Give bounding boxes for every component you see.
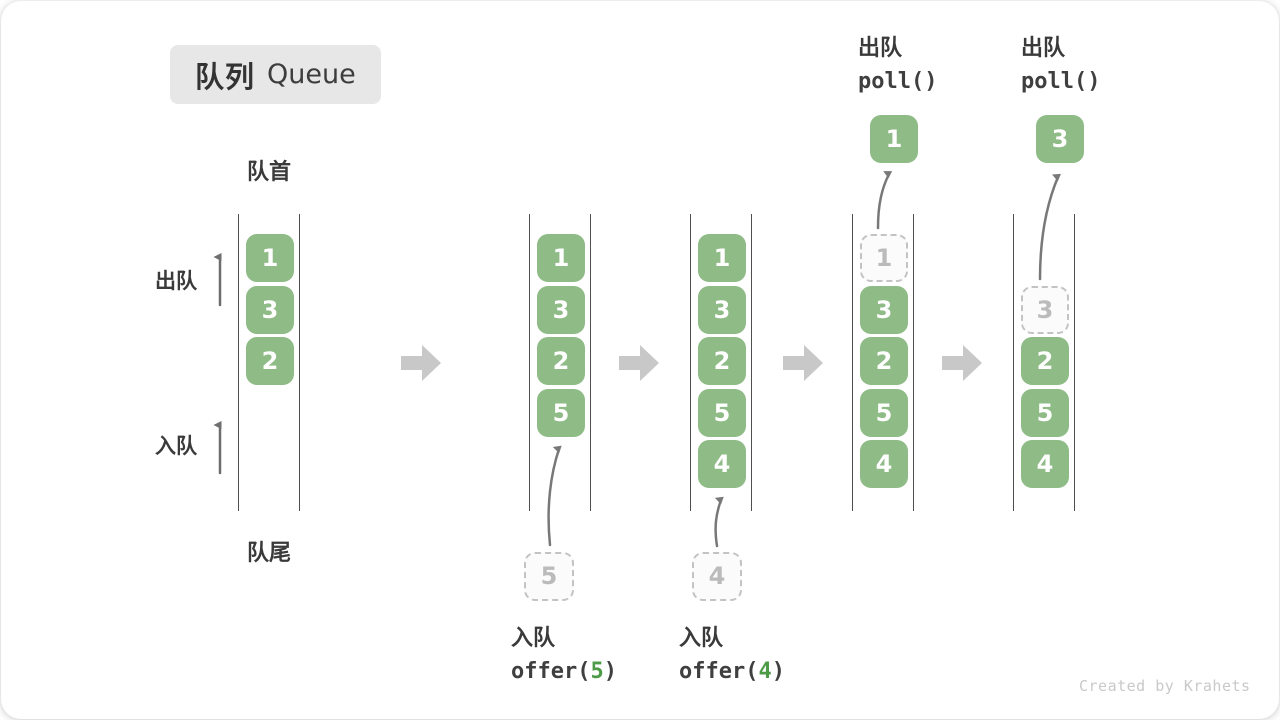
queue-item-1: 1 <box>537 234 585 282</box>
polled-element-1: 1 <box>870 115 918 163</box>
annotation-poll-2-title: 出队 <box>1021 36 1066 61</box>
queue-item-1: 1 <box>698 234 746 282</box>
queue-item-2: 2 <box>537 337 585 385</box>
queue-item-3: 3 <box>537 285 585 334</box>
annotation-offer-5-code: offer(5) <box>511 659 617 684</box>
queue-item-4: 4 <box>860 440 908 488</box>
queue-item-5: 5 <box>537 388 585 437</box>
title-chinese: 队列 <box>195 59 256 94</box>
queue-item-4: 4 <box>698 440 746 488</box>
step-arrow-icon <box>942 345 982 381</box>
annotation-offer-5-title: 入队 <box>511 626 556 651</box>
queue-item-4: 4 <box>1021 440 1069 488</box>
annotation-offer-4-code: offer(4) <box>679 659 785 684</box>
annotation-offer-5: 入队 offer(5) <box>511 620 617 684</box>
title-english: Queue <box>267 59 356 90</box>
queue-item-1: 1 <box>860 234 908 282</box>
annotation-poll-2: 出队 poll() <box>1021 30 1100 94</box>
queue-item-5: 5 <box>698 388 746 437</box>
queue-item-3: 3 <box>1021 285 1069 334</box>
step-arrow-icon <box>619 345 659 381</box>
queue-item-2: 2 <box>246 337 294 385</box>
step-arrow-icon <box>401 345 441 381</box>
queue-item-5: 5 <box>1021 388 1069 437</box>
incoming-element-5: 5 <box>524 552 574 601</box>
queue-item-3: 3 <box>698 285 746 334</box>
queue-item-1: 1 <box>246 234 294 282</box>
queue-front-label: 队首 <box>246 160 291 185</box>
annotation-poll-2-code: poll() <box>1021 69 1101 94</box>
dequeue-direction-label: 出队 <box>155 269 197 293</box>
annotation-offer-4: 入队 offer(4) <box>679 620 785 684</box>
annotation-poll-1-code: poll() <box>858 69 938 94</box>
annotation-poll-1-title: 出队 <box>858 36 903 61</box>
annotation-offer-4-title: 入队 <box>679 626 724 651</box>
watermark: Created by Krahets <box>1079 677 1251 695</box>
queue-item-2: 2 <box>1021 337 1069 385</box>
queue-item-3: 3 <box>246 285 294 334</box>
incoming-element-4: 4 <box>692 552 742 601</box>
queue-item-2: 2 <box>698 337 746 385</box>
annotation-poll-1: 出队 poll() <box>858 30 937 94</box>
queue-item-5: 5 <box>860 388 908 437</box>
queue-item-2: 2 <box>860 337 908 385</box>
queue-item-3: 3 <box>860 285 908 334</box>
title-badge: 队列 Queue <box>170 45 381 104</box>
queue-rear-label: 队尾 <box>246 541 291 566</box>
enqueue-direction-label: 入队 <box>155 434 197 458</box>
step-arrow-icon <box>783 345 823 381</box>
polled-element-3: 3 <box>1036 115 1084 163</box>
